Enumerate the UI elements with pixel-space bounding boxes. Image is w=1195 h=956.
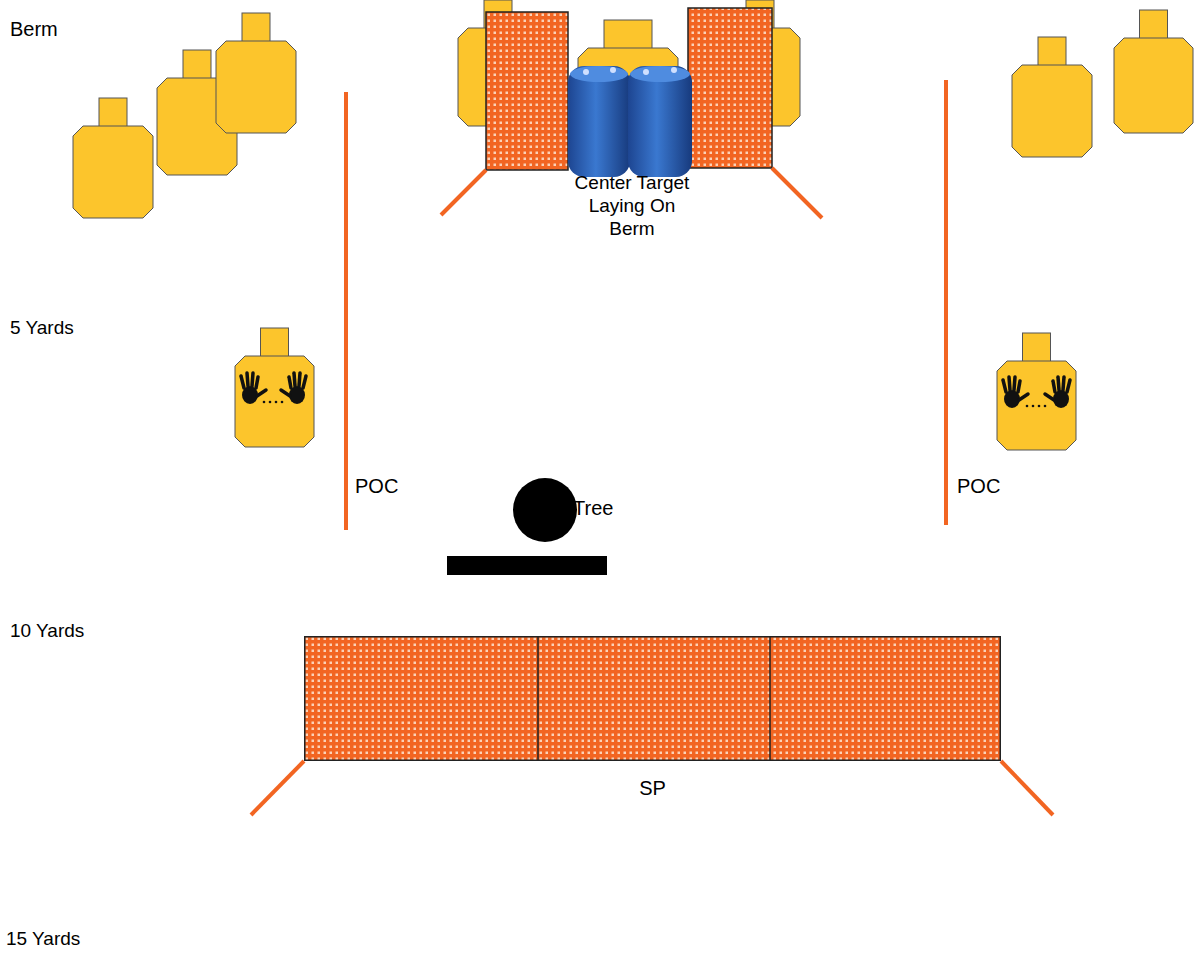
target-body [1012,65,1092,157]
dot [1032,405,1035,408]
wall-leg [1001,761,1053,815]
dot [1026,405,1029,408]
mesh-panel [305,637,1001,761]
tree-circle [513,478,577,542]
hand-mark [1003,377,1028,408]
hand-mark [241,373,266,404]
fault-line [344,92,348,530]
hand-marks [241,373,1070,408]
dot [263,401,266,404]
mesh-wall [688,8,772,168]
poc-label: POC [957,474,1000,498]
hand-mark [281,373,306,404]
hand-mark [1045,377,1070,408]
node-label: Tree [573,496,613,520]
panel-seam [537,636,539,761]
target-body [216,41,296,133]
dot [1038,405,1041,408]
target-head [1038,37,1066,66]
target-group [73,0,1193,450]
tree-node: Tree [513,478,577,542]
node-label: SP [639,776,666,800]
target-head [1140,10,1168,39]
dot [281,401,284,404]
dot [1044,405,1047,408]
target-body [1114,38,1193,133]
target-head [242,13,270,42]
wall-leg [772,168,822,218]
barrels [568,66,692,177]
distance-label: 10 Yards [10,620,84,643]
fault-line [944,80,948,525]
wall-leg [441,170,486,215]
target-body [997,361,1076,450]
dot [269,401,272,404]
distance-label: 5 Yards [10,317,74,340]
poc-label: POC [355,474,398,498]
stage-label: Berm [10,17,58,41]
panel-seam [769,636,771,761]
dot [275,401,278,404]
target-head [183,50,211,79]
target-head [1023,333,1051,362]
wall-leg [251,761,304,815]
distance-label: 15 Yards [6,928,80,951]
tree-bar [447,556,607,575]
target-note: Center Target Laying On Berm [567,172,697,240]
target-head [261,328,289,357]
node-shape [513,478,577,542]
target-body [235,356,314,447]
target-head [99,98,127,127]
target-body [73,126,153,218]
node-shape [304,636,1001,761]
mesh-wall [486,12,568,170]
target-head [604,20,652,49]
start-wall: SP [304,636,1001,761]
